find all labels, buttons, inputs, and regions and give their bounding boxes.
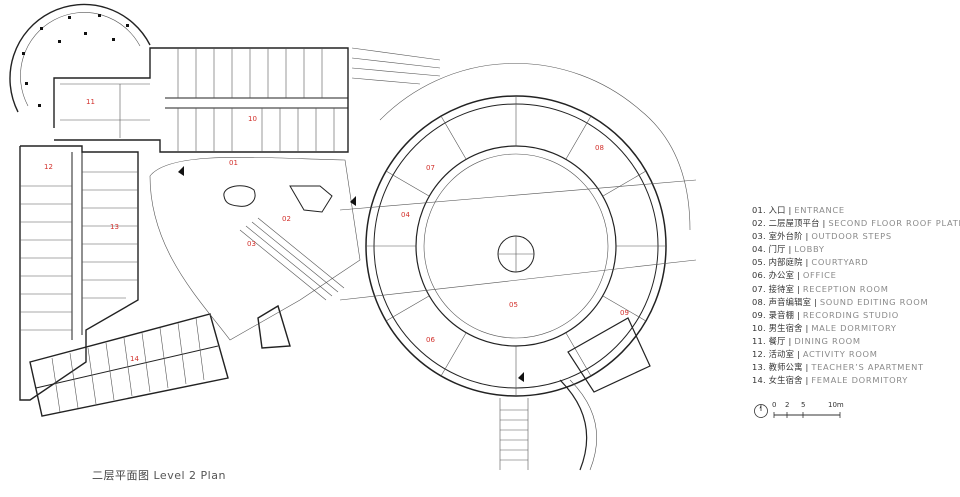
room-tag-11: 11 [86, 98, 95, 106]
legend-item: 03. 室外台阶 | OUTDOOR STEPS [752, 231, 892, 242]
legend-item: 04. 门厅 | LOBBY [752, 244, 825, 255]
scale-line [773, 412, 841, 418]
legend: 01. 入口 | ENTRANCE 02. 二层屋顶平台 | SECOND FL… [752, 204, 960, 387]
scale-tick-0: 0 [772, 401, 777, 409]
legend-item: 13. 教师公寓 | TEACHER’S APARTMENT [752, 362, 924, 373]
legend-item: 09. 录音棚 | RECORDING STUDIO [752, 309, 900, 320]
room-tag-07: 07 [426, 164, 435, 172]
room-tag-12: 12 [44, 163, 53, 171]
legend-item: 12. 活动室 | ACTIVITY ROOM [752, 349, 878, 360]
north-arrow-icon [754, 404, 768, 418]
entrance-markers [178, 166, 524, 382]
west-wing [19, 145, 139, 401]
scale-tick-2: 2 [785, 401, 790, 409]
room-tag-14: 14 [130, 355, 139, 363]
roof-platform [149, 156, 361, 349]
legend-item: 01. 入口 | ENTRANCE [752, 205, 845, 215]
legend-item: 11. 餐厅 | DINING ROOM [752, 335, 861, 346]
room-tag-03: 03 [247, 240, 256, 248]
circular-building [339, 63, 697, 471]
legend-item: 14. 女生宿舍 | FEMALE DORMITORY [752, 375, 909, 386]
title-en: Level 2 Plan [153, 469, 226, 482]
room-tag-09: 09 [620, 309, 629, 317]
scale-tick-5: 5 [801, 401, 806, 409]
south-wing [29, 313, 229, 417]
room-tag-10: 10 [248, 115, 257, 123]
scale-bar: 0 2 5 10m [752, 401, 862, 419]
legend-item: 08. 声音编辑室 | SOUND EDITING ROOM [752, 296, 929, 307]
room-tags: 01 02 03 04 05 06 07 08 09 10 11 12 13 1… [44, 98, 629, 363]
room-tag-06: 06 [426, 336, 435, 344]
legend-item: 05. 内部庭院 | COURTYARD [752, 257, 869, 268]
legend-item: 06. 办公室 | OFFICE [752, 270, 837, 281]
room-tag-04: 04 [401, 211, 410, 219]
room-tag-01: 01 [229, 159, 238, 167]
title-cn: 二层平面图 [92, 469, 150, 482]
scale-tick-10: 10m [828, 401, 844, 409]
drawing-title: 二层平面图 Level 2 Plan [92, 467, 226, 483]
room-tag-08: 08 [595, 144, 604, 152]
room-tag-02: 02 [282, 215, 291, 223]
dining-rotunda [9, 3, 151, 113]
north-wing [53, 47, 441, 153]
room-tag-13: 13 [110, 223, 119, 231]
legend-item: 02. 二层屋顶平台 | SECOND FLOOR ROOF PLATFORM [752, 218, 960, 229]
legend-item: 07. 接待室 | RECEPTION ROOM [752, 283, 889, 294]
room-tag-05: 05 [509, 301, 518, 309]
legend-item: 10. 男生宿舍 | MALE DORMITORY [752, 322, 897, 333]
